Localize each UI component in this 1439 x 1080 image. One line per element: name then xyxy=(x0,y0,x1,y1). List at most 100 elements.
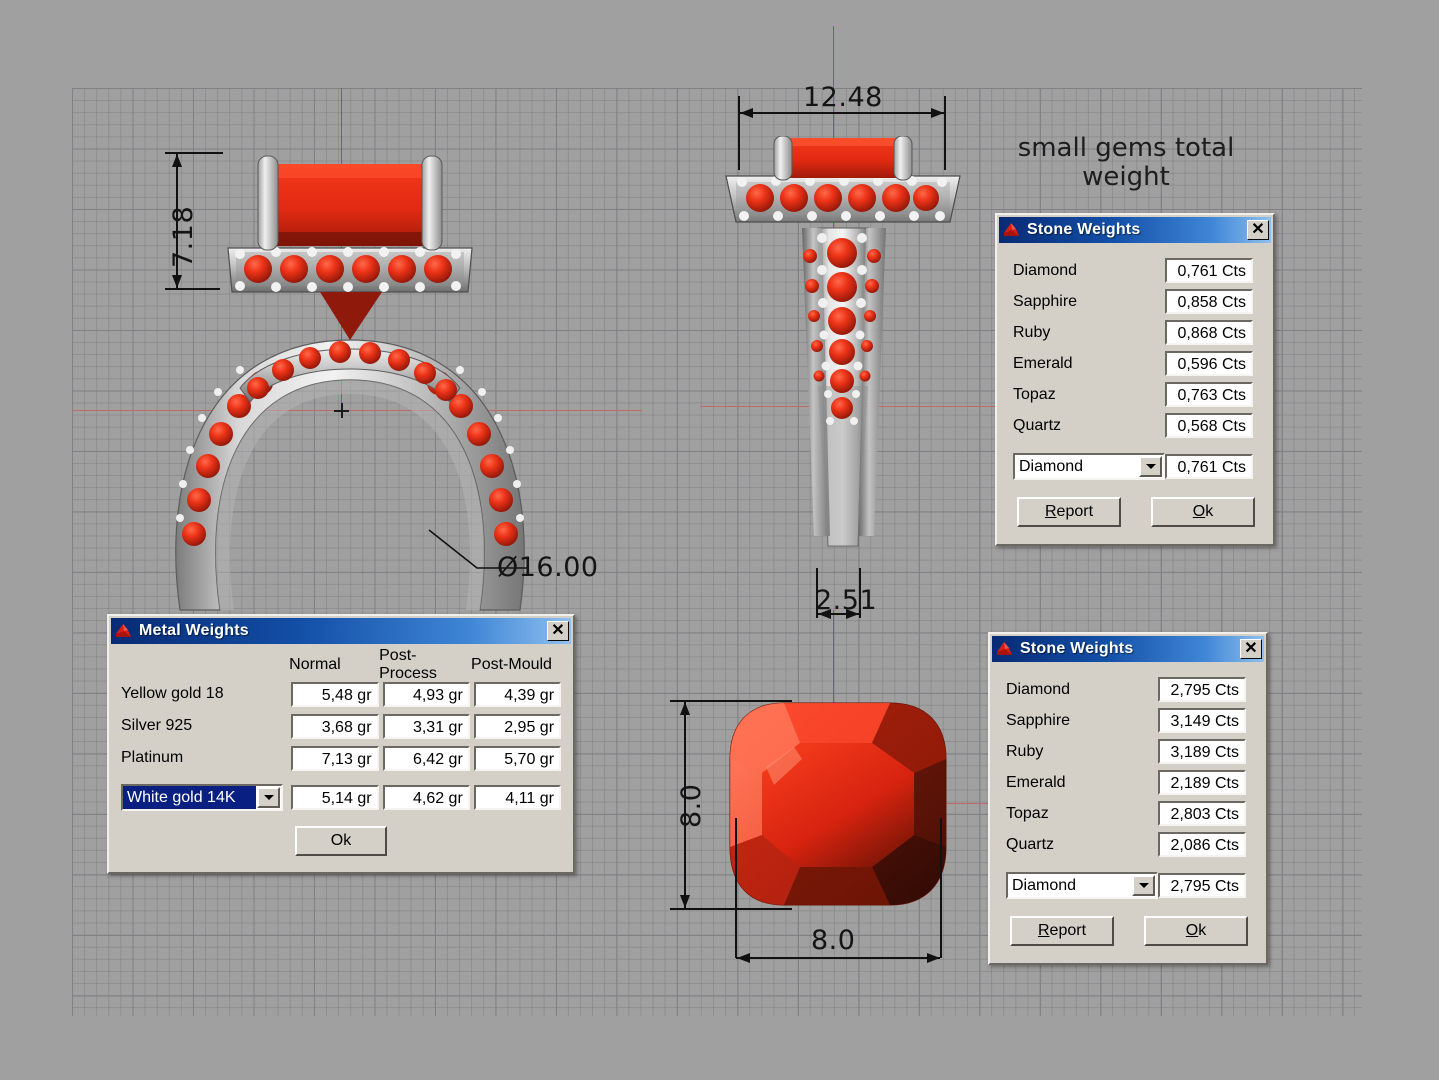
stone-weight-field[interactable]: 3,149 Cts xyxy=(1158,708,1246,733)
stone-weight-field[interactable]: 2,086 Cts xyxy=(1158,832,1246,857)
stone-weights-small-dialog[interactable]: Stone Weights ✕ Diamond 0,761 Cts Sapphi… xyxy=(995,213,1275,546)
selected-post-mould-weight-field[interactable]: 4,11 gr xyxy=(473,784,561,810)
table-row: Silver 925 3,68 gr 3,31 gr 2,95 gr xyxy=(121,710,562,742)
pave-side-center-column xyxy=(827,238,857,419)
normal-weight-field[interactable]: 7,13 gr xyxy=(291,745,379,771)
stone-weight-field[interactable]: 2,795 Cts xyxy=(1158,677,1246,702)
ok-button[interactable]: Ok xyxy=(1144,916,1248,946)
table-row: Diamond 2,795 Cts xyxy=(1006,674,1252,705)
origin-marker-front xyxy=(334,403,349,418)
stone-weights-main-dialog[interactable]: Stone Weights ✕ Diamond 2,795 Cts Sapphi… xyxy=(988,632,1268,965)
stone-label: Quartz xyxy=(1006,835,1055,853)
post-process-weight-field[interactable]: 4,93 gr xyxy=(382,681,470,707)
normal-weight-field[interactable]: 3,68 gr xyxy=(291,713,379,739)
dim-ext-left-251 xyxy=(816,568,818,618)
dim-arrow-left-gem-w xyxy=(737,953,750,963)
report-button[interactable]: Report xyxy=(1017,497,1121,527)
report-button[interactable]: Report xyxy=(1010,916,1114,946)
metal-weights-dialog[interactable]: Metal Weights ✕ Normal Post-Process Post… xyxy=(107,614,575,874)
chevron-down-icon[interactable] xyxy=(1139,455,1162,477)
material-label: Platinum xyxy=(121,749,184,766)
selected-normal-weight-field[interactable]: 5,14 gr xyxy=(291,784,379,810)
dim-arrow-down-718 xyxy=(172,275,182,288)
stone-weight-field[interactable]: 0,868 Cts xyxy=(1165,320,1253,345)
chevron-down-icon[interactable] xyxy=(1132,874,1155,896)
stone-selector-row: Diamond 0,761 Cts xyxy=(1013,449,1259,483)
dim-arrow-right-251 xyxy=(846,609,859,619)
stone-weights-small-button-row: Report Ok xyxy=(1013,497,1259,527)
report-button-label: Report xyxy=(1037,922,1087,939)
stone-weight-field[interactable]: 2,803 Cts xyxy=(1158,801,1246,826)
stone-select[interactable]: Diamond xyxy=(1013,452,1165,480)
stone-weight-field[interactable]: 2,189 Cts xyxy=(1158,770,1246,795)
table-row: Sapphire 3,149 Cts xyxy=(1006,705,1252,736)
close-icon[interactable]: ✕ xyxy=(547,621,569,641)
material-label: Silver 925 xyxy=(121,717,193,734)
stone-label: Diamond xyxy=(1013,261,1078,279)
stone-weight-field[interactable]: 0,763 Cts xyxy=(1165,382,1253,407)
stone-label: Diamond xyxy=(1006,680,1071,698)
stone-weights-main-body: Diamond 2,795 Cts Sapphire 3,149 Cts Rub… xyxy=(992,662,1264,954)
column-header-post-mould: Post-Mould xyxy=(471,656,552,673)
dim-ext-bottom-718 xyxy=(165,288,220,290)
stone-weights-small-titlebar[interactable]: Stone Weights ✕ xyxy=(999,217,1271,243)
dim-ext-right-1248 xyxy=(944,96,946,170)
table-row: Diamond 0,761 Cts xyxy=(1013,255,1259,286)
metal-beads-side-halo xyxy=(737,176,947,221)
stone-select-value: Diamond xyxy=(1019,457,1084,475)
stone-weights-small-body: Diamond 0,761 Cts Sapphire 0,858 Cts Rub… xyxy=(999,243,1271,535)
stone-label: Sapphire xyxy=(1013,292,1078,310)
material-select-value: White gold 14K xyxy=(123,785,257,809)
chevron-down-icon[interactable] xyxy=(257,786,281,808)
stone-label: Ruby xyxy=(1013,323,1051,341)
post-process-weight-field[interactable]: 3,31 gr xyxy=(382,713,470,739)
selected-stone-weight-field[interactable]: 2,795 Cts xyxy=(1158,872,1246,898)
close-icon[interactable]: ✕ xyxy=(1247,220,1269,240)
stone-weight-field[interactable]: 0,761 Cts xyxy=(1165,258,1253,283)
stone-label: Sapphire xyxy=(1006,711,1071,729)
ok-button-label: Ok xyxy=(330,832,352,849)
report-button-label: Report xyxy=(1044,503,1094,520)
table-row: Emerald 2,189 Cts xyxy=(1006,767,1252,798)
dim-arrow-down-gem xyxy=(680,895,690,908)
dim-arrow-right-gem-w xyxy=(927,953,940,963)
ok-button[interactable]: Ok xyxy=(295,826,387,856)
stone-weight-field[interactable]: 0,568 Cts xyxy=(1165,413,1253,438)
ok-button-label: Ok xyxy=(1192,503,1214,520)
metal-weights-titlebar[interactable]: Metal Weights ✕ xyxy=(111,618,571,644)
table-row: Quartz 2,086 Cts xyxy=(1006,829,1252,860)
rhino-logo-icon xyxy=(1003,222,1021,239)
pave-side-rails xyxy=(803,249,881,382)
stone-label: Topaz xyxy=(1013,385,1056,403)
ring-front-view xyxy=(175,155,525,611)
pave-gallery-arch xyxy=(247,341,457,401)
table-row: Topaz 2,803 Cts xyxy=(1006,798,1252,829)
selected-post-process-weight-field[interactable]: 4,62 gr xyxy=(382,784,470,810)
close-icon[interactable]: ✕ xyxy=(1240,639,1262,659)
metal-weights-button-row: Ok xyxy=(121,826,561,856)
selected-stone-weight-field[interactable]: 0,761 Cts xyxy=(1165,453,1253,479)
material-select[interactable]: White gold 14K xyxy=(121,783,284,811)
table-row: Topaz 0,763 Cts xyxy=(1013,379,1259,410)
stone-weight-field[interactable]: 3,189 Cts xyxy=(1158,739,1246,764)
post-mould-weight-field[interactable]: 5,70 gr xyxy=(473,745,562,771)
post-mould-weight-field[interactable]: 2,95 gr xyxy=(473,713,562,739)
dim-ext-left-gem-w xyxy=(735,818,737,958)
metal-weights-header-row: Normal Post-Process Post-Mould xyxy=(121,647,561,682)
dim-ext-bottom-gem xyxy=(670,908,792,910)
stone-weight-field[interactable]: 0,596 Cts xyxy=(1165,351,1253,376)
dim-ext-right-gem-w xyxy=(940,818,942,958)
stone-weight-field[interactable]: 0,858 Cts xyxy=(1165,289,1253,314)
post-mould-weight-field[interactable]: 4,39 gr xyxy=(473,681,562,707)
stone-weights-main-titlebar[interactable]: Stone Weights ✕ xyxy=(992,636,1264,662)
dim-value-head-width: 12.48 xyxy=(803,82,883,113)
dim-arrow-left-251 xyxy=(818,609,831,619)
ok-button[interactable]: Ok xyxy=(1151,497,1255,527)
stone-select[interactable]: Diamond xyxy=(1006,871,1158,899)
material-selector-row: White gold 14K 5,14 gr 4,62 gr 4,11 gr xyxy=(121,780,561,814)
post-process-weight-field[interactable]: 6,42 gr xyxy=(382,745,470,771)
dim-line-1248 xyxy=(739,112,944,114)
column-header-normal: Normal xyxy=(289,656,341,673)
column-header-post-process: Post-Process xyxy=(379,647,437,682)
normal-weight-field[interactable]: 5,48 gr xyxy=(291,681,379,707)
